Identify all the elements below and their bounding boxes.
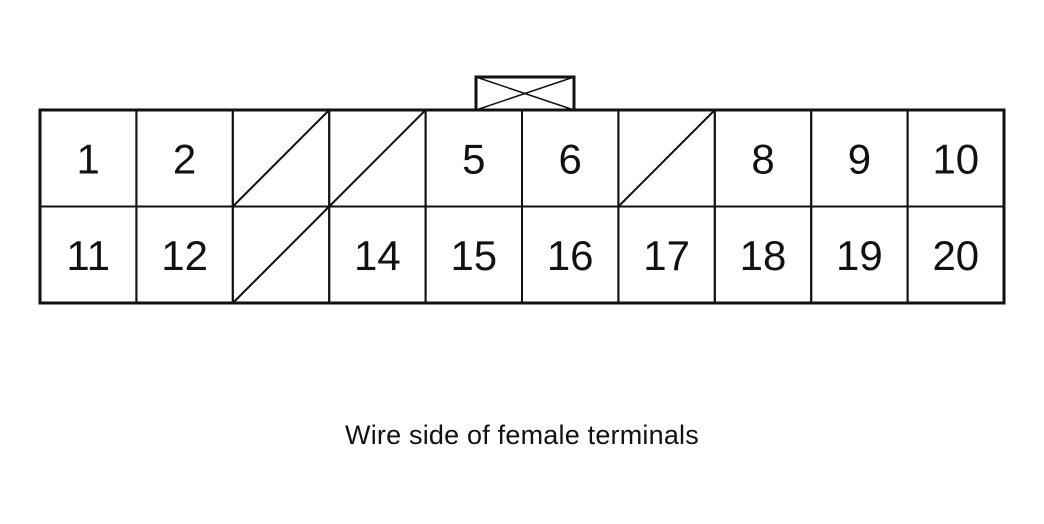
terminal-cell: 19 <box>810 205 909 304</box>
empty-cavity <box>231 109 331 208</box>
terminal-cell: 6 <box>521 109 620 208</box>
empty-cavity <box>231 205 331 304</box>
terminal-number: 10 <box>932 135 979 182</box>
terminal-number: 18 <box>740 232 787 279</box>
terminal-number: 20 <box>932 232 979 279</box>
empty-cavity-slash <box>232 109 330 208</box>
terminal-number: 12 <box>161 232 208 279</box>
empty-cavity <box>617 109 716 208</box>
empty-cavity-slash <box>617 109 716 208</box>
terminal-cell: 12 <box>135 205 234 304</box>
terminal-cell: 18 <box>713 205 813 304</box>
terminal-cell: 10 <box>906 109 1005 208</box>
terminal-cell: 1 <box>39 109 138 208</box>
terminal-number: 8 <box>751 135 774 182</box>
terminal-number: 1 <box>77 135 100 182</box>
terminal-cell: 15 <box>424 205 524 304</box>
empty-cavity-slash <box>328 109 427 208</box>
terminal-number: 6 <box>559 135 582 182</box>
terminal-number: 5 <box>462 135 485 182</box>
terminal-number: 11 <box>66 232 110 279</box>
terminal-number: 17 <box>643 232 690 279</box>
empty-cavity <box>328 109 427 208</box>
terminal-cell: 20 <box>906 205 1005 304</box>
terminal-cell: 2 <box>135 109 234 208</box>
locking-tab-cross <box>475 76 575 111</box>
locking-tab <box>474 75 576 112</box>
terminal-number: 15 <box>450 232 497 279</box>
terminal-cell: 9 <box>810 109 909 208</box>
terminal-cell: 16 <box>521 205 620 304</box>
terminal-number: 19 <box>836 232 883 279</box>
terminal-number: 9 <box>848 135 871 182</box>
terminal-number: 14 <box>354 232 401 279</box>
terminal-number: 2 <box>173 135 196 182</box>
empty-cavity-slash <box>232 205 330 304</box>
diagram-caption: Wire side of female terminals <box>345 420 699 450</box>
terminal-number: 16 <box>547 232 594 279</box>
terminal-cell: 8 <box>713 109 813 208</box>
terminal-cell: 11 <box>39 205 138 304</box>
terminal-cell: 17 <box>617 205 716 304</box>
terminal-cell: 5 <box>424 109 524 208</box>
terminal-cell: 14 <box>328 205 427 304</box>
connector-outline <box>38 108 1006 305</box>
